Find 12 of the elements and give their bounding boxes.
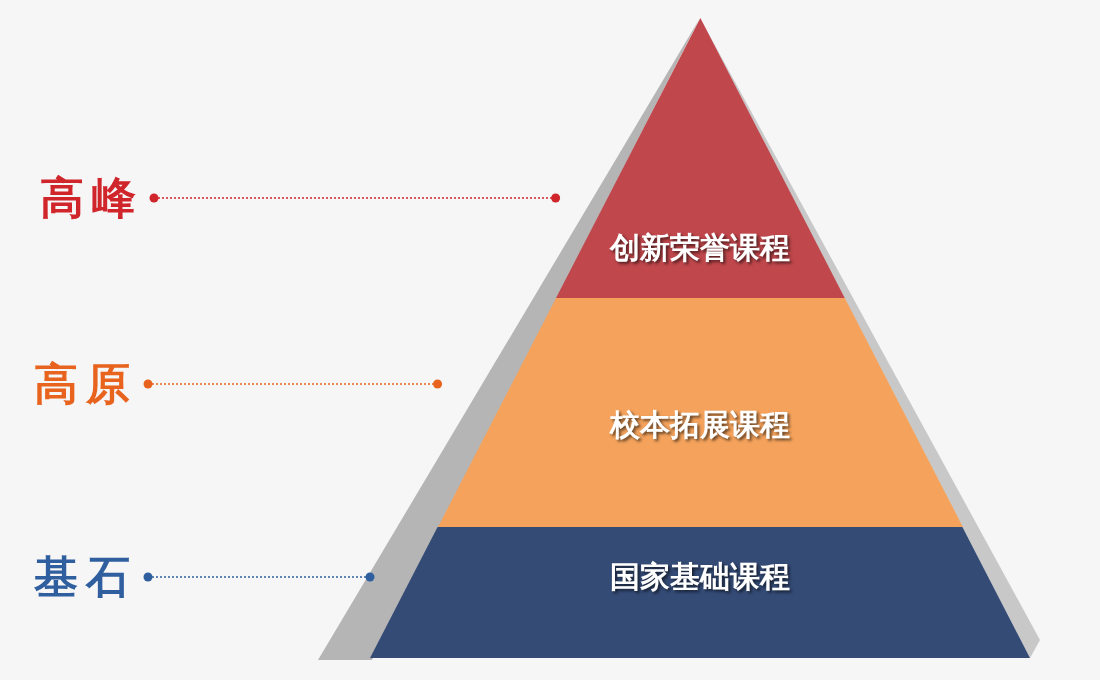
- leader-line: [143, 379, 443, 389]
- leader-line: [143, 572, 375, 582]
- leader-line: [149, 193, 561, 203]
- layer-title: 国家基础课程: [610, 559, 790, 594]
- pyramid-layer: [555, 18, 845, 298]
- pyramid-layer: [437, 298, 963, 527]
- layer-title: 校本拓展课程: [610, 407, 790, 442]
- level-label: 高原: [34, 362, 138, 406]
- layer-title: 创新荣誉课程: [610, 230, 790, 265]
- pyramid-layer: [370, 527, 1030, 658]
- level-label: 基石: [34, 555, 138, 599]
- level-label: 高峰: [40, 176, 144, 220]
